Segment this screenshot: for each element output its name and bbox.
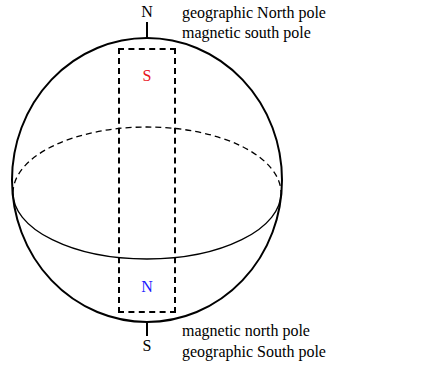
pole-caption: geographic North pole: [182, 4, 326, 22]
equator-front: [13, 193, 281, 259]
axis-tick: [146, 22, 148, 38]
magnet-pole-letter: S: [143, 67, 152, 85]
pole-caption: magnetic south pole: [182, 24, 311, 42]
pole-letter: N: [141, 3, 153, 21]
earth-outline: [12, 38, 282, 322]
axis-tick: [146, 322, 148, 336]
equator-back: [13, 127, 281, 193]
pole-caption: magnetic north pole: [182, 322, 310, 340]
pole-caption: geographic South pole: [182, 343, 326, 361]
magnet-pole-letter: N: [141, 278, 153, 296]
pole-letter: S: [143, 337, 152, 355]
bar-magnet: SN: [118, 48, 176, 313]
